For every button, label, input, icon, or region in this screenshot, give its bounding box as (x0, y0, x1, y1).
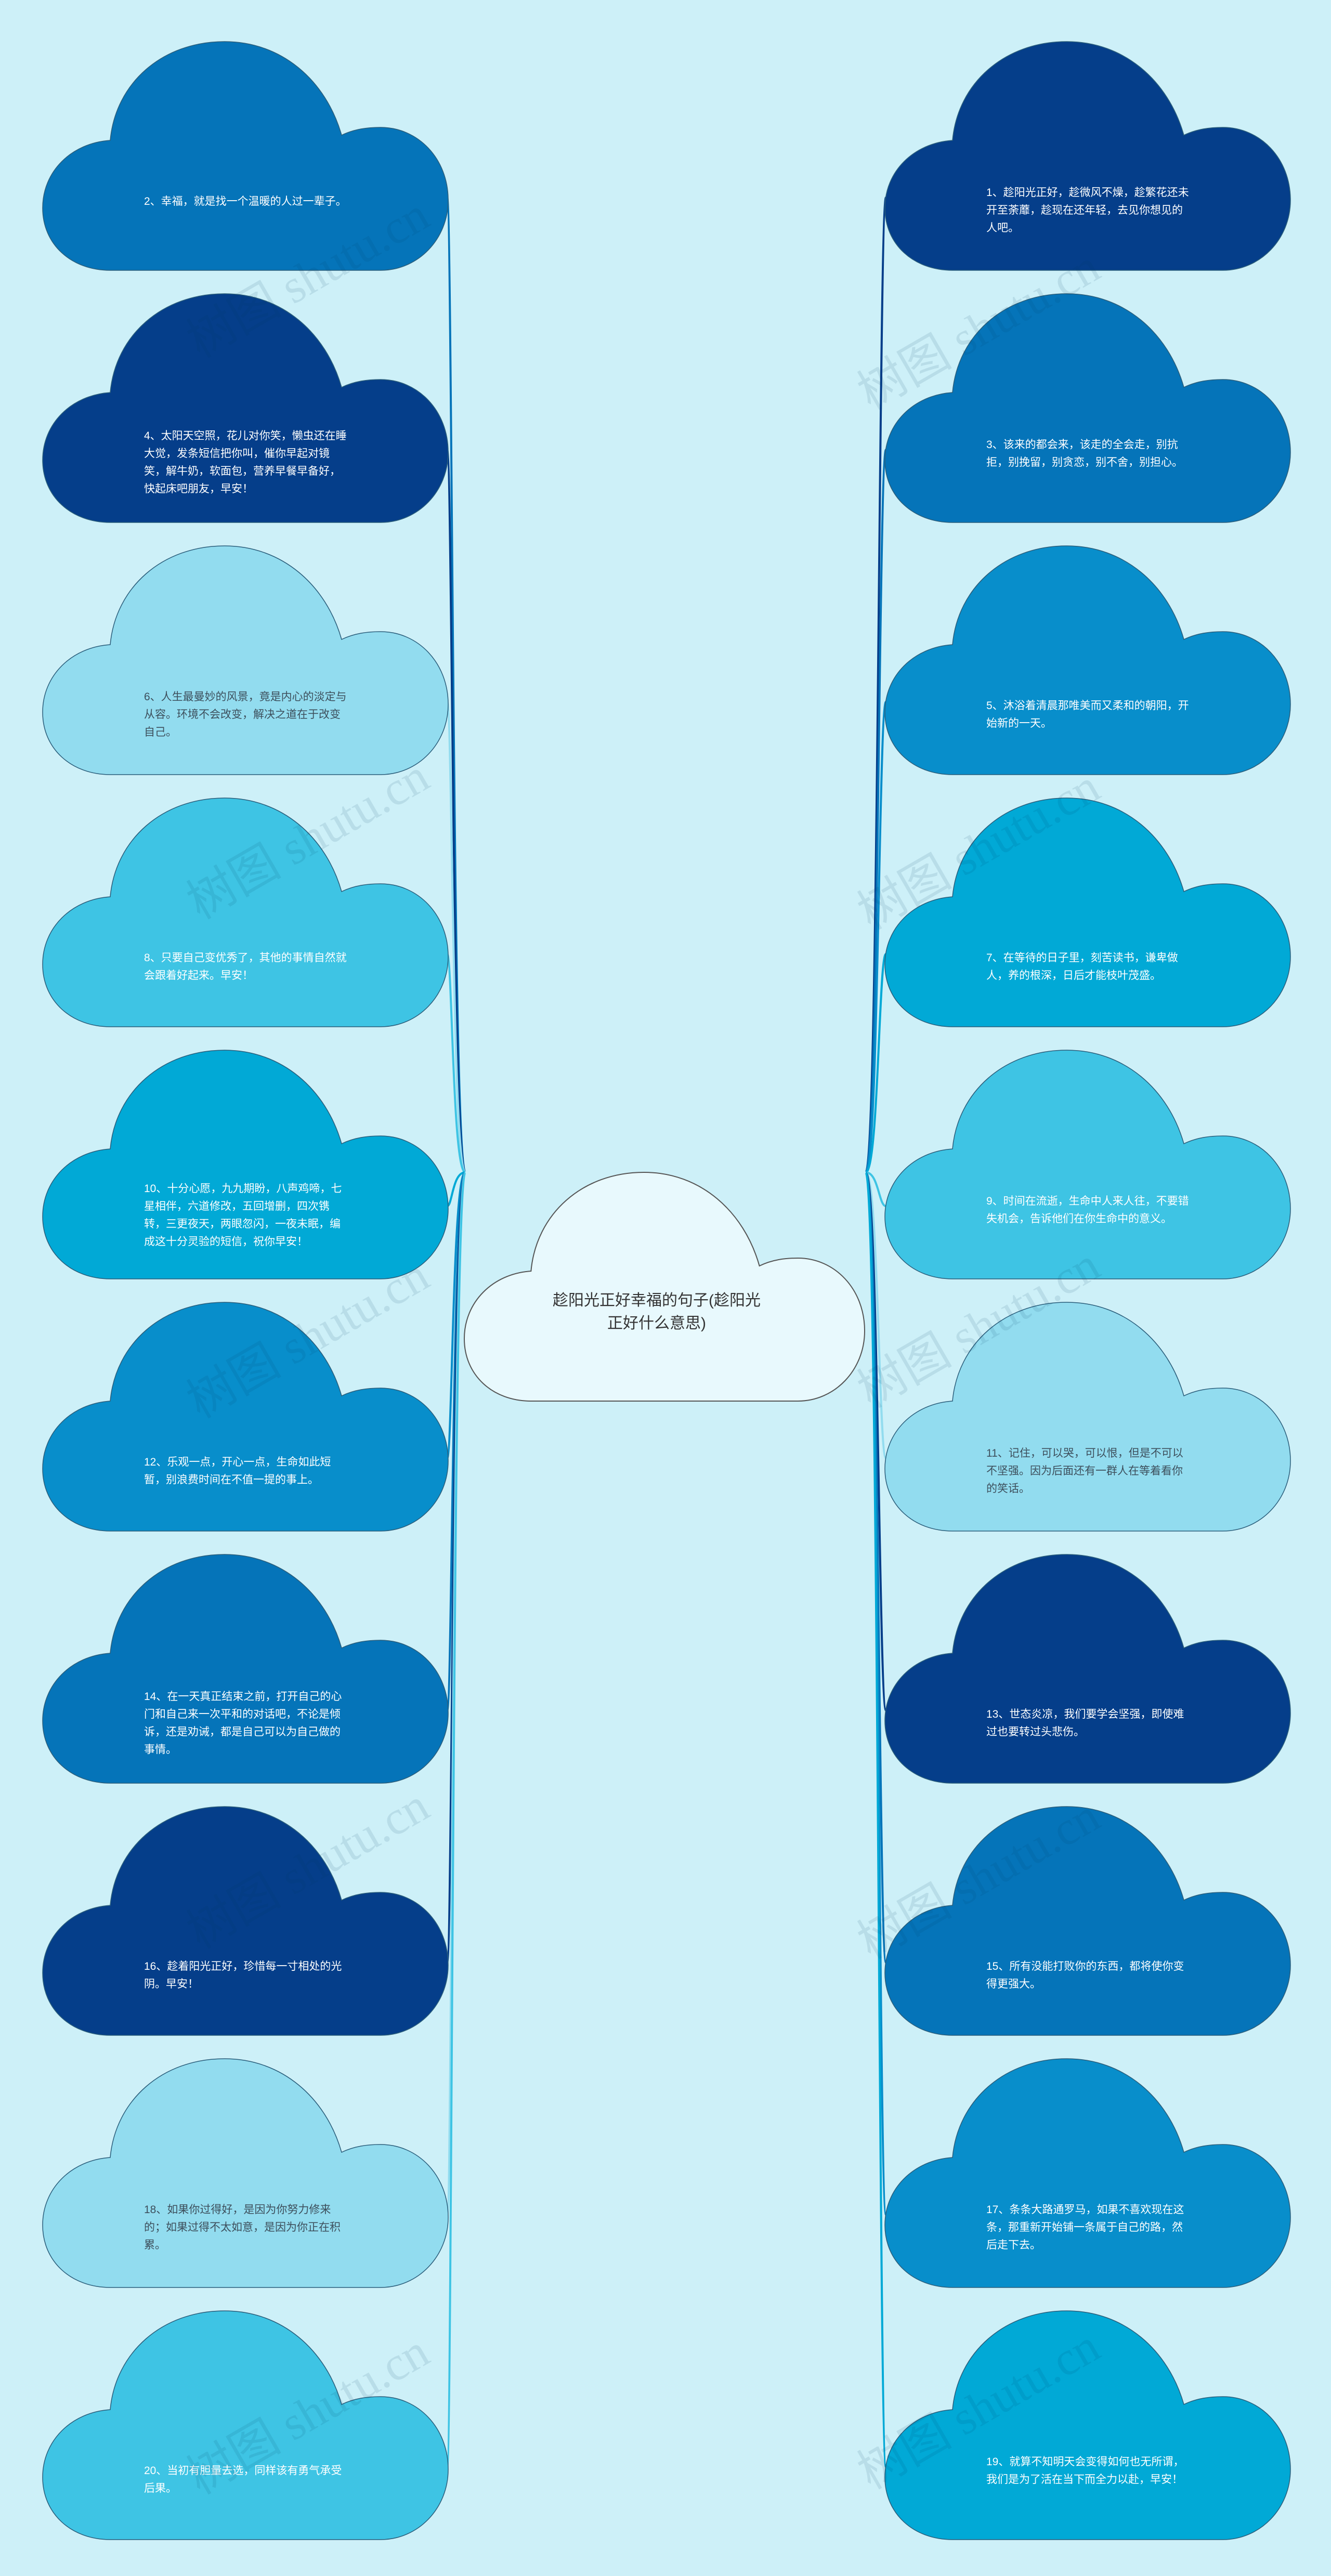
central-topic-label: 趁阳光正好幸福的句子(趁阳光正好什么意思) (553, 1292, 761, 1332)
connector-right-11 (865, 1171, 887, 1459)
cloud-left-12 (42, 1302, 449, 1532)
right-node-text-7: 7、在等待的日子里，刻苦读书，谦卑做人，养的根深，日后才能枝叶茂盛。 (986, 952, 1178, 982)
cloud-left-2 (42, 41, 449, 271)
right-node-text-9: 9、时间在流逝，生命中人来人往，不要错失机会，告诉他们在你生命中的意义。 (986, 1195, 1189, 1225)
connector-right-5 (865, 701, 887, 1173)
left-node-text-4: 4、太阳天空照，花儿对你笑，懒虫还在睡大觉，发条短信把你叫，催你早起对镜笑，解牛… (144, 430, 347, 495)
connector-left-6 (446, 701, 466, 1173)
connector-left-10 (446, 1171, 466, 1207)
cloud-right-1 (884, 41, 1291, 271)
cloud-left-20 (42, 2310, 449, 2540)
right-node-text-11: 11、记住，可以哭，可以恨，但是不可以不坚强。因为后面还有一群人在等着看你的笑话… (986, 1447, 1183, 1495)
cloud-left-8 (42, 797, 449, 1027)
cloud-left-18 (42, 2058, 449, 2288)
cloud-right-9 (884, 1050, 1291, 1279)
left-node-text-10: 10、十分心愿，九九期盼，八声鸡啼，七星相伴，六道修改，五回增删，四次镌转，三更… (144, 1183, 342, 1248)
right-node-text-17: 17、条条大路通罗马，如果不喜欢现在这条，那重新开始铺一条属于自己的路，然后走下… (986, 2204, 1184, 2251)
left-node-text-16: 16、趁着阳光正好，珍惜每一寸相处的光阴。早安！ (144, 1960, 342, 1990)
left-node-text-18: 18、如果你过得好，是因为你努力修来的；如果过得不太如意，是因为你正在积累。 (144, 2204, 341, 2251)
connector-left-4 (446, 449, 466, 1173)
left-node-text-6: 6、人生最曼妙的风景，竟是内心的淡定与从容。环境不会改变，解决之道在于改变自己。 (144, 691, 347, 738)
right-node-text-3: 3、该来的都会来，该走的全会走，别抗拒，别挽留，别贪恋，别不舍，别担心。 (986, 439, 1183, 468)
cloud-left-10 (42, 1050, 449, 1279)
right-node-text-1: 1、趁阳光正好，趁微风不燥，趁繁花还未开至荼蘼，趁现在还年轻，去见你想见的人吧。 (986, 187, 1189, 234)
left-node-text-12: 12、乐观一点，开心一点，生命如此短暂，别浪费时间在不值一提的事上。 (144, 1456, 331, 1486)
right-node-text-19: 19、就算不知明天会变得如何也无所谓，我们是为了活在当下而全力以赴，早安！ (986, 2456, 1184, 2486)
cloud-right-11 (884, 1302, 1291, 1532)
cloud-left-4 (42, 293, 449, 523)
cloud-left-14 (42, 1554, 449, 1784)
right-node-text-15: 15、所有没能打败你的东西，都将使你变得更强大。 (986, 1960, 1184, 1990)
cloud-right-7 (884, 797, 1291, 1027)
cloud-right-17 (884, 2058, 1291, 2288)
left-node-text-20: 20、当初有胆量去选，同样该有勇气承受后果。 (144, 2465, 342, 2494)
right-node-text-5: 5、沐浴着清晨那唯美而又柔和的朝阳，开始新的一天。 (986, 700, 1189, 729)
cloud-left-16 (42, 1806, 449, 2036)
right-node-text-13: 13、世态炎凉，我们要学会坚强，即使难过也要转过头悲伤。 (986, 1708, 1184, 1738)
connector-right-3 (865, 449, 887, 1173)
cloud-right-19 (884, 2310, 1291, 2540)
cloud-right-3 (884, 293, 1291, 523)
connector-right-7 (865, 953, 887, 1173)
left-node-text-14: 14、在一天真正结束之前，打开自己的心门和自己来一次平和的对话吧，不论是倾诉，还… (144, 1691, 342, 1756)
central-topic-cloud (463, 1171, 866, 1402)
connector-right-9 (865, 1171, 886, 1207)
left-node-text-2: 2、幸福，就是找一个温暖的人过一辈子。 (144, 195, 347, 207)
left-node-text-8: 8、只要自己变优秀了，其他的事情自然就会跟着好起来。早安！ (144, 952, 347, 982)
connector-left-12 (446, 1171, 466, 1459)
cloud-right-13 (884, 1554, 1291, 1784)
cloud-right-15 (884, 1806, 1291, 2036)
cloud-right-5 (884, 545, 1291, 775)
connector-left-20 (446, 1171, 466, 2468)
cloud-left-6 (42, 545, 449, 775)
connector-left-8 (446, 953, 466, 1173)
connector-right-19 (865, 1171, 887, 2468)
